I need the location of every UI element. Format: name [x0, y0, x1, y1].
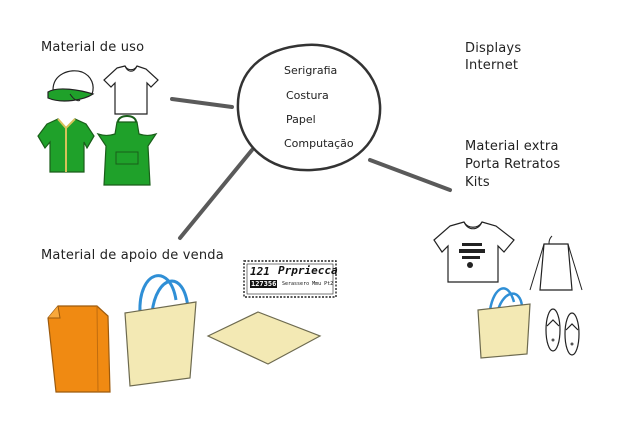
- connector-uso: [170, 97, 234, 109]
- printed-tshirt-icon: [433, 221, 515, 283]
- stamp-number: 121: [250, 265, 270, 278]
- section-extra-line-1: Material extra: [465, 139, 559, 154]
- white-tshirt-icon: [103, 65, 159, 115]
- drawstring-bag-icon: [529, 235, 583, 291]
- section-displays-line-1: Displays: [465, 41, 522, 56]
- green-apron-icon: [96, 115, 158, 186]
- cream-tote-icon: [124, 274, 197, 387]
- stamp-tag: 127356: [250, 280, 278, 288]
- connector-apoio: [178, 148, 254, 240]
- connectors: [170, 97, 452, 240]
- orange-bag-icon: [47, 305, 111, 393]
- cap-icon: [47, 70, 95, 102]
- hub-circle: [236, 43, 382, 172]
- connector-extra: [368, 158, 452, 192]
- flip-flops-icon: [545, 308, 580, 356]
- hub-item-costura: Costura: [286, 89, 329, 102]
- section-extra-line-3: Kits: [465, 175, 490, 190]
- stamp-sub: Serassero Mmu Pt2: [282, 281, 334, 287]
- green-polo-icon: [37, 118, 95, 173]
- tshirt-print-icon: [459, 243, 485, 268]
- flat-bag-icon: [206, 311, 322, 365]
- section-displays-line-2: Internet: [465, 58, 519, 73]
- section-extra-line-2: Porta Retratos: [465, 157, 561, 172]
- stamp-brand: Prpriecca: [278, 264, 338, 277]
- section-title-material-uso: Material de uso: [41, 40, 145, 55]
- hub-item-computacao: Computação: [284, 137, 354, 150]
- small-tote-icon: [477, 287, 531, 359]
- hub-item-serigrafia: Serigrafia: [284, 64, 338, 77]
- hub-item-papel: Papel: [286, 113, 316, 126]
- stamp-ticket: [243, 260, 337, 298]
- section-title-apoio-venda: Material de apoio de venda: [41, 248, 224, 263]
